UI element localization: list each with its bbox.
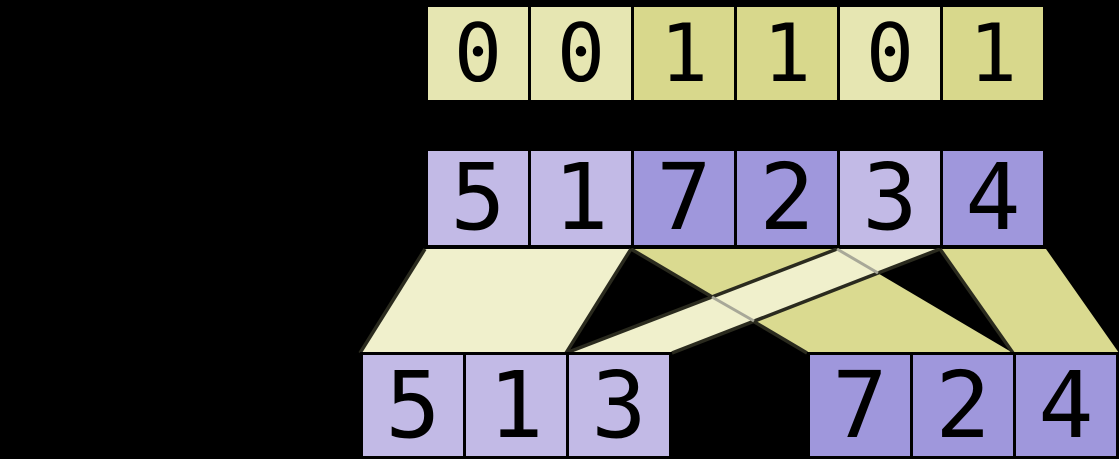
crossing-seam-left — [711, 295, 755, 323]
crossing-seam-right — [836, 247, 879, 275]
mask-cell: 0 — [528, 7, 631, 100]
left-output-row: 5 1 3 — [360, 352, 672, 459]
light-ribbon-51-left-edge — [358, 248, 427, 354]
light-ribbon-3-right-edge — [671, 247, 941, 355]
left-output-cell: 3 — [566, 355, 669, 456]
mask-cell: 1 — [631, 7, 734, 100]
right-output-cell: 2 — [910, 355, 1013, 456]
mask-cell: 0 — [837, 7, 940, 100]
right-output-cell: 4 — [1013, 355, 1116, 456]
light-ribbon-51-right-edge — [564, 248, 633, 354]
input-cell: 7 — [631, 151, 734, 245]
mask-row: 0 0 1 1 0 1 — [425, 4, 1046, 103]
light-ribbon-3-left-edge — [565, 247, 838, 355]
input-cell: 5 — [428, 151, 528, 245]
left-output-cell: 5 — [363, 355, 463, 456]
mask-cell: 0 — [428, 7, 528, 100]
dark-ribbon-72 — [631, 249, 1013, 353]
input-row: 5 1 7 2 3 4 — [425, 148, 1046, 248]
mask-cell: 1 — [734, 7, 837, 100]
input-cell: 2 — [734, 151, 837, 245]
dark-ribbon-4 — [940, 249, 1119, 353]
input-cell: 1 — [528, 151, 631, 245]
light-ribbon-3 — [566, 249, 940, 353]
mask-cell: 1 — [940, 7, 1043, 100]
input-cell: 4 — [940, 151, 1043, 245]
input-cell: 3 — [837, 151, 940, 245]
dark-ribbon-4-left-edge — [938, 247, 1015, 355]
left-output-cell: 1 — [463, 355, 566, 456]
light-ribbon-51 — [360, 249, 631, 353]
right-output-cell: 7 — [810, 355, 910, 456]
right-output-row: 7 2 4 — [807, 352, 1119, 459]
